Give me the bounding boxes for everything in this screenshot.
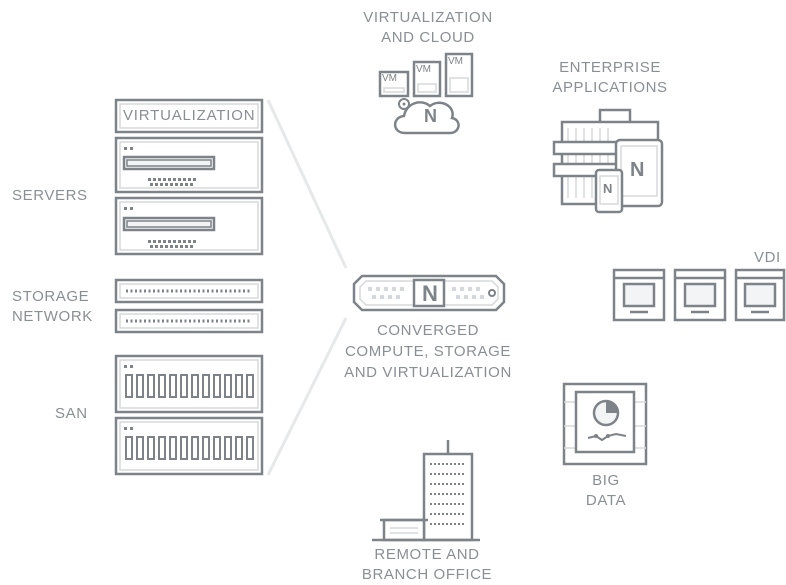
server-unit-1 [114, 136, 264, 194]
san-array-2 [114, 416, 264, 476]
enterprise-applications-label: ENTERPRISE APPLICATIONS [552, 59, 668, 96]
storage-network-label: STORAGE NETWORK [12, 288, 93, 325]
appliance-logo-letter: N [422, 281, 439, 306]
vm-label-1: VM [382, 73, 397, 84]
connector-top [266, 99, 348, 269]
server-unit-2 [114, 196, 264, 256]
virtualization-box-label: VIRTUALIZATION [123, 107, 256, 124]
remote-branch-office-label: REMOTE AND BRANCH OFFICE [361, 546, 493, 583]
phone-shape [594, 168, 624, 214]
network-switch-2 [114, 308, 264, 334]
virtualization-box [114, 98, 264, 134]
tablet-logo-letter: N [630, 159, 646, 181]
vdi-label: VDI [754, 249, 781, 266]
vm-label-2: VM [416, 64, 431, 75]
vm-label-3: VM [448, 56, 463, 67]
gear-icon [398, 98, 410, 110]
briefcase-devices-icon [552, 108, 664, 214]
converged-label: CONVERGED COMPUTE, STORAGE AND VIRTUALIZ… [344, 322, 512, 381]
cloud-logo-letter: N [424, 106, 438, 126]
big-data-label: BIG DATA [585, 472, 627, 509]
office-building-icon [372, 440, 480, 542]
connector-lines [266, 99, 348, 476]
chip-chart-icon [562, 382, 648, 466]
san-label: SAN [55, 405, 88, 422]
appliance-icon [352, 274, 506, 312]
san-array-1 [114, 354, 264, 414]
phone-logo-letter: N [603, 181, 613, 196]
virtualization-box-inner [119, 103, 259, 129]
virtualization-cloud-label: VIRTUALIZATION AND CLOUD [363, 9, 493, 46]
desktop-monitor-icon [612, 268, 786, 322]
appliance-logo-badge [412, 278, 446, 308]
network-switch-1 [114, 278, 264, 304]
servers-label: SERVERS [12, 187, 88, 204]
cloud-vm-icon [378, 52, 474, 135]
connector-bottom [266, 317, 348, 476]
